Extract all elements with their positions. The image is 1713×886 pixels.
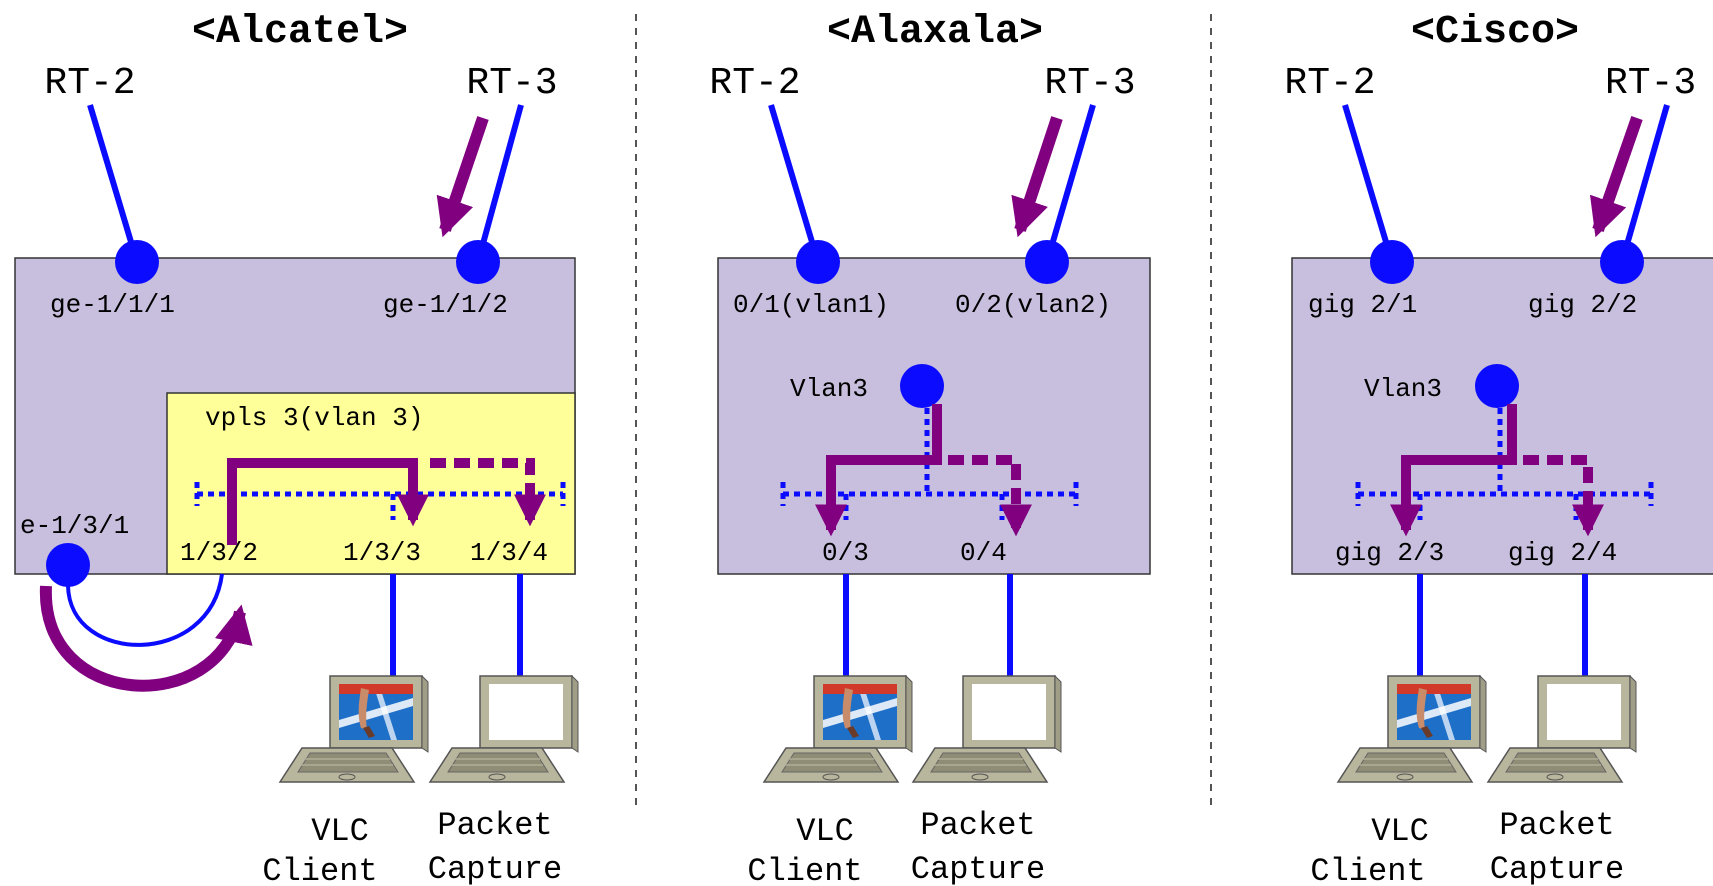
- port-dot: [456, 240, 500, 284]
- port-label-bottom-1: 1/3/2: [180, 538, 258, 568]
- loop-flow-arrow: [39, 585, 253, 692]
- vlan-interface-dot: [900, 364, 944, 408]
- router-label-rt2: RT-2: [709, 62, 800, 105]
- capture-caption-2: Capture: [911, 851, 1045, 886]
- router-label-rt2: RT-2: [44, 62, 135, 105]
- panel-alcatel: <Alcatel> RT-2 RT-3 ge-1/1/1 ge-1/1/2 vp…: [14, 10, 579, 886]
- client-caption-2: Client: [1310, 853, 1425, 886]
- capture-caption-1: Packet: [1499, 807, 1614, 844]
- flow-arrow-in: [1589, 116, 1643, 238]
- uplink-rt3: [475, 104, 524, 263]
- uplink-rt2: [87, 104, 140, 263]
- port-label-left: gig 2/1: [1308, 290, 1417, 320]
- vlan-bus: [780, 408, 1079, 520]
- port-dot: [46, 543, 90, 587]
- flow-path: [814, 404, 942, 537]
- router-label-rt3: RT-3: [1605, 62, 1696, 105]
- panel-cisco: <Cisco> RT-2 RT-3 gig 2/1 gig 2/2 Vlan3 …: [1284, 10, 1713, 886]
- switch-box: [1291, 257, 1713, 575]
- capture-caption-2: Capture: [1490, 851, 1624, 886]
- port-label-right: 0/2(vlan2): [955, 290, 1111, 320]
- port-label-bottom-2: gig 2/4: [1508, 538, 1617, 568]
- laptop-icon: [1487, 675, 1637, 783]
- flow-arrow-in: [436, 116, 489, 238]
- client-caption-1: VLC: [1371, 813, 1429, 850]
- uplink-rt2: [1342, 104, 1395, 263]
- panel-title: <Alcatel>: [192, 10, 408, 55]
- port-label-left: 0/1(vlan1): [733, 290, 889, 320]
- laptop-icon: [912, 675, 1062, 783]
- loop-port-label: e-1/3/1: [20, 511, 129, 541]
- laptop-icon: [279, 675, 429, 783]
- vlan-interface-dot: [1475, 364, 1519, 408]
- client-caption-1: VLC: [796, 813, 854, 850]
- laptop-icon: [763, 675, 913, 783]
- port-dot: [1025, 240, 1069, 284]
- laptop-icon: [1337, 675, 1487, 783]
- port-label-right: gig 2/2: [1528, 290, 1637, 320]
- port-label-bottom-1: gig 2/3: [1335, 538, 1444, 568]
- router-label-rt2: RT-2: [1284, 62, 1375, 105]
- capture-caption-1: Packet: [437, 807, 552, 844]
- port-dot: [115, 240, 159, 284]
- uplink-rt3: [1044, 104, 1096, 263]
- port-label-bottom-2: 1/3/3: [343, 538, 421, 568]
- vlan-label: Vlan3: [790, 374, 868, 404]
- port-dot: [1370, 240, 1414, 284]
- flow-arrow-in: [1011, 116, 1063, 238]
- router-label-rt3: RT-3: [1044, 62, 1135, 105]
- port-label-right: ge-1/1/2: [383, 290, 508, 320]
- loop-cable: [66, 573, 224, 647]
- port-label-bottom-3: 1/3/4: [470, 538, 548, 568]
- capture-caption-1: Packet: [920, 807, 1035, 844]
- panel-alaxala: <Alaxala> RT-2 RT-3 0/1(vlan1) 0/2(vlan2…: [709, 10, 1151, 886]
- uplink-rt3: [1619, 104, 1670, 263]
- panel-title: <Alaxala>: [827, 10, 1043, 55]
- flow-path-dashed: [1523, 455, 1605, 537]
- vpls-label: vpls 3(vlan 3): [205, 403, 423, 433]
- port-dot: [796, 240, 840, 284]
- client-caption-2: Client: [747, 853, 862, 886]
- port-dot: [1600, 240, 1644, 284]
- client-caption-1: VLC: [311, 813, 369, 850]
- flow-path: [227, 458, 430, 545]
- flow-path-dashed: [430, 458, 547, 527]
- panel-title: <Cisco>: [1411, 10, 1579, 55]
- client-caption-2: Client: [262, 853, 377, 886]
- laptop-icon: [429, 675, 579, 783]
- port-label-left: ge-1/1/1: [50, 290, 175, 320]
- capture-caption-2: Capture: [428, 851, 562, 886]
- vlan-bus: [1355, 408, 1654, 520]
- port-label-bottom-2: 0/4: [960, 538, 1007, 568]
- router-label-rt3: RT-3: [466, 62, 557, 105]
- flow-path: [1389, 404, 1517, 537]
- vlan-label: Vlan3: [1364, 374, 1442, 404]
- uplink-rt2: [768, 104, 821, 263]
- port-label-bottom-1: 0/3: [822, 538, 869, 568]
